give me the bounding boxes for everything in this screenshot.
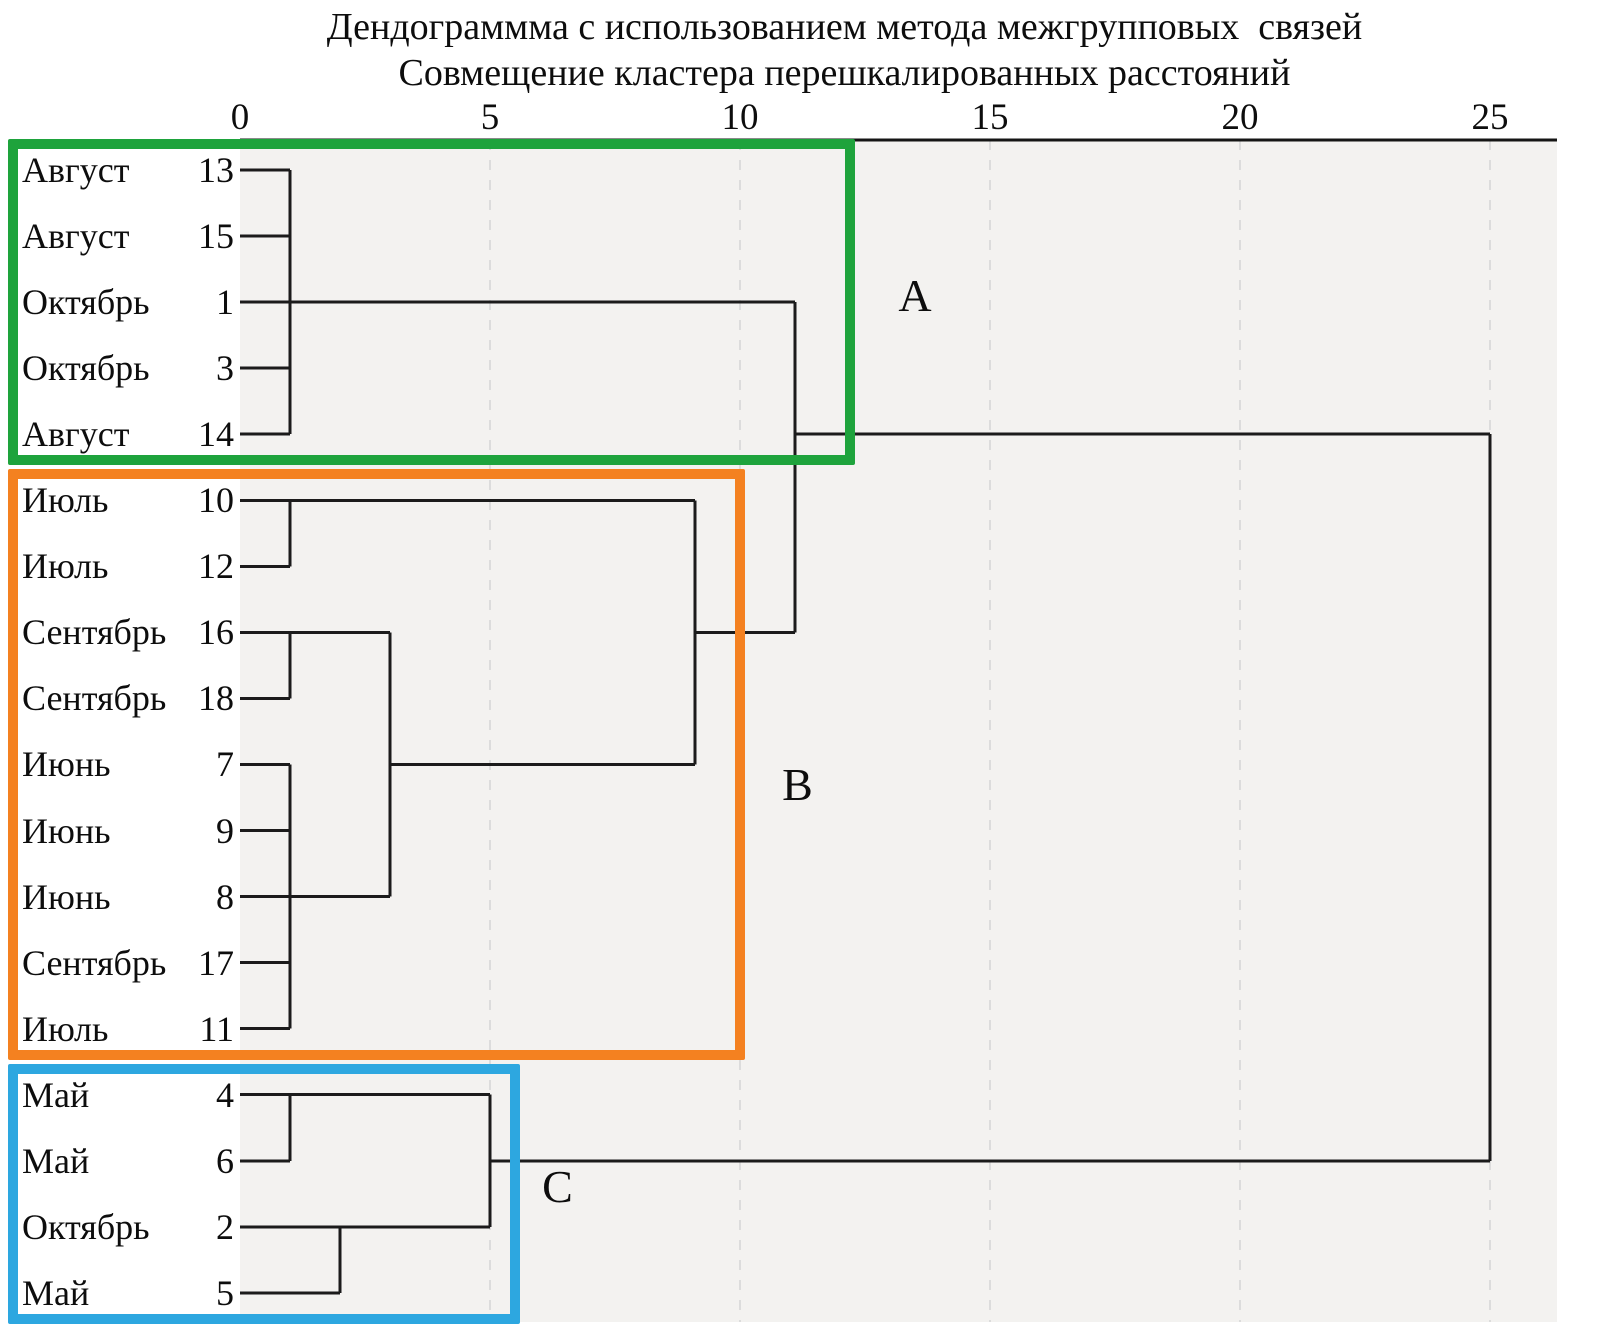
leaf-month: Июнь <box>22 810 111 851</box>
leaf-month: Октябрь <box>22 348 150 389</box>
leaf-month: Июль <box>22 1008 109 1049</box>
cluster-letter-C: C <box>542 1161 573 1213</box>
leaf-label-row: Август 14 <box>22 410 234 458</box>
leaf-label-row: Июнь 8 <box>22 873 234 921</box>
leaf-number: 14 <box>198 414 234 455</box>
leaf-month: Сентябрь <box>22 612 167 653</box>
leaf-label-row: Июнь 9 <box>22 807 234 855</box>
chart-subtitle: Совмещение кластера перешкалированных ра… <box>398 52 1291 94</box>
leaf-number: 7 <box>216 744 234 785</box>
leaf-label-row: Май 4 <box>22 1071 234 1119</box>
leaf-number: 12 <box>198 546 234 587</box>
leaf-number: 11 <box>199 1008 234 1049</box>
leaf-number: 16 <box>198 612 234 653</box>
leaf-month: Июнь <box>22 876 111 917</box>
leaf-month: Июль <box>22 480 109 521</box>
cluster-box-A <box>8 139 855 466</box>
leaf-month: Май <box>22 1272 90 1313</box>
leaf-label-row: Июль 10 <box>22 476 234 524</box>
leaf-month: Май <box>22 1140 90 1181</box>
leaf-label-row: Май 6 <box>22 1137 234 1185</box>
x-axis-tick-label: 25 <box>1471 97 1509 138</box>
x-axis-tick-label: 0 <box>230 97 250 138</box>
leaf-number: 13 <box>198 150 234 190</box>
cluster-letter-A: A <box>898 269 932 321</box>
leaf-label-row: Август 15 <box>22 212 234 260</box>
leaf-label-row: Октябрь 3 <box>22 344 234 392</box>
x-axis-tick-label: 5 <box>480 97 500 138</box>
leaf-number: 8 <box>216 876 234 917</box>
cluster-box-B <box>8 469 745 1060</box>
leaf-month: Май <box>22 1074 90 1115</box>
leaf-number: 2 <box>216 1206 234 1247</box>
x-axis-tick-label: 20 <box>1221 97 1259 138</box>
leaf-number: 9 <box>216 810 234 851</box>
leaf-label-row: Октябрь 1 <box>22 278 234 326</box>
leaf-month: Сентябрь <box>22 678 167 719</box>
leaf-label-row: Июль 12 <box>22 542 234 590</box>
leaf-number: 15 <box>198 216 234 257</box>
cluster-letter-B: B <box>782 758 813 810</box>
leaf-label-row: Июнь 7 <box>22 740 234 788</box>
x-axis-tick-label: 15 <box>971 97 1009 138</box>
leaf-number: 3 <box>216 348 234 389</box>
leaf-label-row: Сентябрь 16 <box>22 608 234 656</box>
leaf-label-row: Май 5 <box>22 1269 234 1317</box>
leaf-number: 10 <box>198 480 234 521</box>
leaf-month: Август <box>22 414 130 455</box>
leaf-label-row: Август 13 <box>22 146 234 194</box>
leaf-month: Август <box>22 216 130 257</box>
leaf-label-row: Сентябрь 17 <box>22 939 234 987</box>
x-axis-tick-label: 10 <box>721 97 759 138</box>
plot-area <box>240 140 1557 1322</box>
leaf-label-row: Июль 11 <box>22 1005 234 1053</box>
leaf-month: Август <box>22 150 130 190</box>
leaf-month: Октябрь <box>22 1206 150 1247</box>
leaf-number: 17 <box>198 942 234 983</box>
leaf-month: Сентябрь <box>22 942 167 983</box>
leaf-number: 5 <box>216 1272 234 1313</box>
leaf-label-row: Сентябрь 18 <box>22 674 234 722</box>
chart-title: Дендограммма с использованием метода меж… <box>326 6 1363 48</box>
leaf-label-row: Октябрь 2 <box>22 1203 234 1251</box>
cluster-box-C <box>8 1063 520 1324</box>
leaf-number: 1 <box>216 282 234 323</box>
leaf-number: 4 <box>216 1074 234 1115</box>
leaf-number: 18 <box>198 678 234 719</box>
leaf-month: Октябрь <box>22 282 150 323</box>
leaf-month: Июль <box>22 546 109 587</box>
leaf-month: Июнь <box>22 744 111 785</box>
leaf-number: 6 <box>216 1140 234 1181</box>
